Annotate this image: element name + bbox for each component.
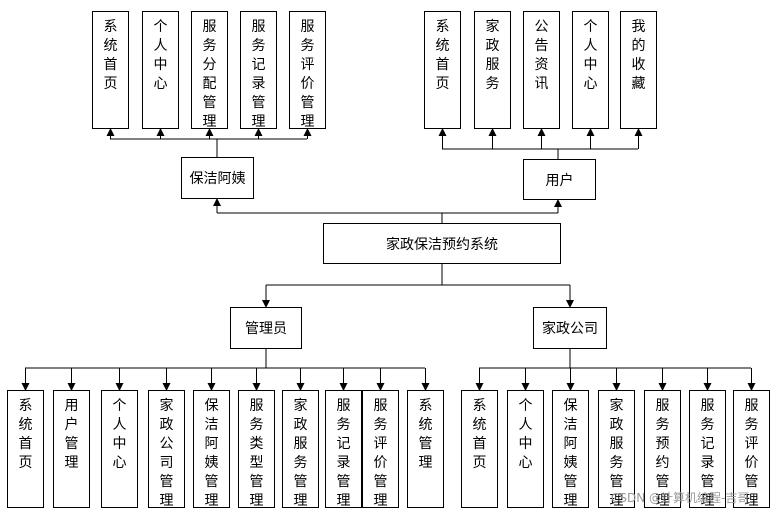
cleaner-module-2: 个人中心 <box>142 11 179 129</box>
user-module-4: 个人中心 <box>572 11 609 129</box>
role-admin-node: 管理员 <box>230 307 302 349</box>
admin-module-7: 家政服务管理 <box>282 390 319 509</box>
company-module-5: 服务预约管理 <box>644 390 681 509</box>
role-cleaner-node: 保洁阿姨 <box>181 157 254 199</box>
cleaner-module-4: 服务记录管理 <box>240 11 277 130</box>
admin-module-2: 用户管理 <box>53 390 90 508</box>
user-module-1: 系统首页 <box>424 11 461 129</box>
company-module-3: 保洁阿姨管理 <box>552 390 589 509</box>
admin-module-9: 服务评价管理 <box>362 390 399 509</box>
root-node: 家政保洁预约系统 <box>323 223 561 264</box>
user-module-3: 公告资讯 <box>523 11 560 129</box>
role-company-node: 家政公司 <box>533 307 607 349</box>
admin-module-10: 系统管理 <box>407 390 444 508</box>
company-module-7: 服务评价管理 <box>733 390 770 509</box>
company-module-2: 个人中心 <box>507 390 544 508</box>
cleaner-module-1: 系统首页 <box>92 11 129 129</box>
admin-module-6: 服务类型管理 <box>238 390 275 509</box>
admin-module-8: 服务记录管理 <box>325 390 362 509</box>
watermark-text: CSDN @计算机编程-吉哥 <box>611 491 750 505</box>
admin-module-1: 系统首页 <box>7 390 44 508</box>
company-module-6: 服务记录管理 <box>689 390 726 509</box>
cleaner-module-5: 服务评价管理 <box>289 11 326 130</box>
user-module-5: 我的收藏 <box>620 11 657 129</box>
admin-module-5: 保洁阿姨管理 <box>193 390 230 509</box>
admin-module-4: 家政公司管理 <box>148 390 185 509</box>
company-module-1: 系统首页 <box>461 390 498 508</box>
company-module-4: 家政服务管理 <box>598 390 635 509</box>
admin-module-3: 个人中心 <box>101 390 138 508</box>
user-module-2: 家政服务 <box>474 11 511 129</box>
cleaner-module-3: 服务分配管理 <box>191 11 228 130</box>
role-user-node: 用户 <box>523 159 596 200</box>
